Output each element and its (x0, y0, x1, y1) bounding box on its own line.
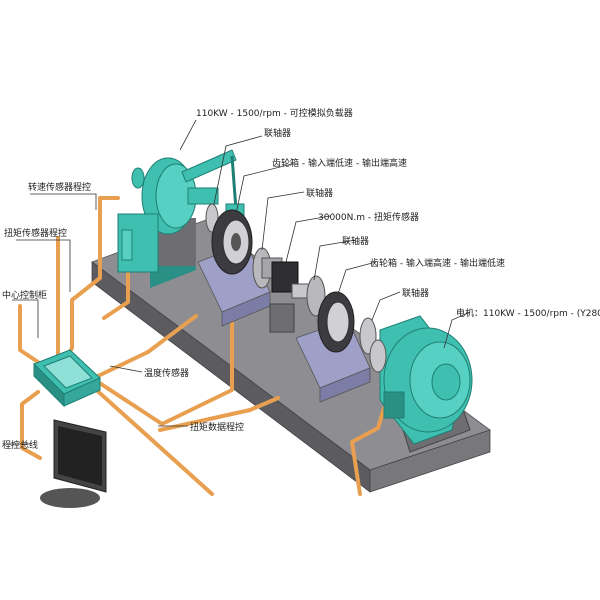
pipe-torque-data (90, 384, 214, 496)
label-coupling-1: 联轴器 (264, 127, 291, 139)
label-coupling-4: 联轴器 (402, 287, 429, 299)
pipe-bus-down (20, 390, 42, 460)
pipe-torque-sensor (56, 236, 70, 364)
signal-pipes (18, 196, 386, 496)
pipe-to-gearbox (96, 318, 234, 426)
label-torque-sensor-ctrl: 扭矩传感器程控 (4, 227, 67, 239)
label-temp-sensor: 温度传感器 (144, 367, 189, 379)
label-torque-data-ctrl: 扭矩数据程控 (190, 421, 244, 433)
drive-motor (369, 315, 473, 453)
pipe-torque-line (158, 396, 280, 432)
label-control-bus: 程控总线 (2, 439, 38, 451)
label-coupling-3: 联轴器 (342, 235, 369, 247)
load-motor (117, 149, 245, 288)
gearbox-1 (197, 209, 271, 327)
pipe-to-temp (96, 314, 198, 378)
label-gearbox-2: 齿轮箱 - 输入端高速 - 输出端低速 (370, 257, 505, 269)
label-speed-sensor-ctrl: 转速传感器程控 (28, 181, 91, 193)
leader-lines (10, 119, 471, 445)
label-torque-sensor: 30000N.m - 扭矩传感器 (318, 211, 419, 223)
central-control-box (33, 349, 101, 408)
torque-sensor (269, 261, 319, 333)
gearbox-2 (295, 291, 371, 403)
label-gearbox-1: 齿轮箱 - 输入端低速 - 输出端高速 (272, 157, 407, 169)
label-drive-motor: 电机：110KW - 1500/rpm - (Y280S-4) (456, 307, 600, 319)
callout-labels: 110KW - 1500/rpm - 可控模拟负载器 联轴器 齿轮箱 - 输入端… (2, 107, 600, 451)
pipe-central-left (18, 304, 40, 364)
label-coupling-2: 联轴器 (306, 187, 333, 199)
pipe-motor (350, 406, 386, 496)
label-central-control: 中心控制柜 (2, 289, 47, 301)
monitor (40, 419, 107, 508)
label-load-motor: 110KW - 1500/rpm - 可控模拟负载器 (196, 107, 353, 119)
